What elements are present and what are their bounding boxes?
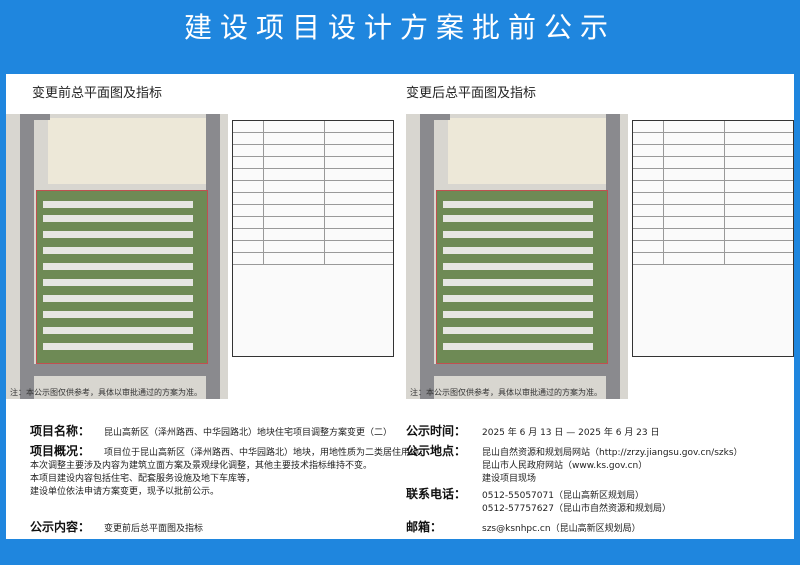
phone-label: 联系电话： bbox=[406, 487, 467, 501]
mail-value[interactable]: szs@ksnhpc.cn（昆山高新区规划局） bbox=[482, 524, 641, 534]
overview-line: 建设单位依法申请方案变更，现予以批前公示。 bbox=[30, 487, 220, 497]
project-name-label: 项目名称： bbox=[30, 424, 91, 438]
phone-line: 0512-55057071（昆山高新区规划局） bbox=[482, 491, 644, 501]
project-name-value: 昆山高新区（泽州路西、中华园路北）地块住宅项目调整方案变更（二） bbox=[104, 428, 393, 438]
overview-line: 本项目建设内容包括住宅、配套服务设施及地下车库等， bbox=[30, 474, 256, 484]
notice-sheet: 变更前总平面图及指标 注：本公示图仅供参考 bbox=[6, 74, 794, 539]
place-line[interactable]: 昆山市人民政府网站（www.ks.gov.cn） bbox=[482, 461, 648, 471]
before-site-plan[interactable] bbox=[6, 114, 228, 399]
after-section-label: 变更后总平面图及指标 bbox=[406, 86, 537, 101]
before-caption: 注：本公示图仅供参考，具体以审批通过的方案为准。 bbox=[10, 388, 202, 397]
place-line: 建设项目现场 bbox=[482, 474, 537, 484]
phone-line: 0512-57757627（昆山市自然资源和规划局） bbox=[482, 504, 671, 514]
time-value: 2025 年 6 月 13 日 — 2025 年 6 月 23 日 bbox=[482, 428, 660, 438]
overview-label: 项目概况： bbox=[30, 444, 91, 458]
after-site-plan[interactable] bbox=[406, 114, 628, 399]
place-line[interactable]: 昆山自然资源和规划局网站（http://zrzy.jiangsu.gov.cn/… bbox=[482, 448, 743, 458]
page-title: 建设项目设计方案批前公示 bbox=[183, 11, 616, 44]
content-label: 公示内容： bbox=[30, 520, 91, 534]
before-section-label: 变更前总平面图及指标 bbox=[32, 86, 163, 101]
content-value: 变更前后总平面图及指标 bbox=[104, 524, 204, 534]
mail-label: 邮箱： bbox=[406, 520, 443, 534]
time-label: 公示时间： bbox=[406, 424, 467, 438]
overview-line: 本次调整主要涉及内容为建筑立面方案及景观绿化调整，其他主要技术指标维持不变。 bbox=[30, 461, 373, 471]
place-label: 公示地点： bbox=[406, 444, 467, 458]
footer-bar bbox=[0, 539, 800, 565]
overview-line: 项目位于昆山高新区（泽州路西、中华园路北）地块，用地性质为二类居住用地， bbox=[104, 448, 429, 458]
before-indicator-table bbox=[232, 120, 394, 357]
after-caption: 注：本公示图仅供参考，具体以审批通过的方案为准。 bbox=[410, 388, 602, 397]
after-indicator-table bbox=[632, 120, 794, 357]
